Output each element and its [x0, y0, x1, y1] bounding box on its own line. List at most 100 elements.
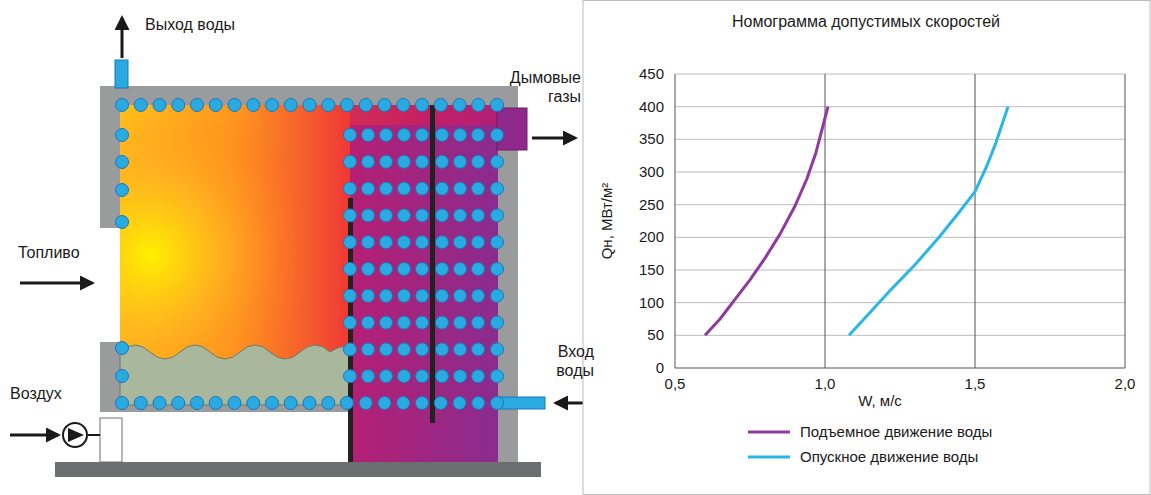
tube	[344, 289, 357, 302]
grid-line	[675, 172, 1125, 173]
chart-title: Номограмма допустимых скоростей	[732, 12, 1000, 31]
tube	[116, 184, 129, 197]
tube	[228, 99, 241, 112]
grid-line	[975, 74, 976, 368]
tube	[344, 343, 357, 356]
tube	[436, 129, 449, 142]
tube	[398, 343, 411, 356]
tube	[116, 156, 129, 169]
tube	[491, 263, 504, 276]
tube	[434, 99, 447, 112]
tube	[344, 263, 357, 276]
tube	[398, 289, 411, 302]
tube	[472, 370, 485, 383]
under-furnace	[100, 412, 350, 462]
tube	[362, 155, 375, 168]
fan-symbol	[68, 428, 84, 442]
fuel-arrow	[20, 282, 92, 285]
tube	[397, 99, 410, 112]
tube	[416, 343, 429, 356]
tube	[344, 182, 357, 195]
tube-bank	[116, 99, 504, 410]
tube	[362, 343, 375, 356]
tube	[436, 343, 449, 356]
tube	[453, 397, 466, 410]
tube	[491, 289, 504, 302]
axis-tick: 0,5	[665, 375, 686, 393]
axis-tick: 350	[639, 130, 664, 148]
axis-tick: 300	[639, 163, 664, 181]
flow-label: Вход воды	[538, 342, 594, 380]
tube	[362, 209, 375, 222]
tube	[472, 155, 485, 168]
tube	[398, 155, 411, 168]
tube	[416, 289, 429, 302]
legend-line	[748, 431, 790, 434]
tube	[209, 99, 222, 112]
grate	[120, 345, 350, 405]
grid-line	[675, 139, 1125, 140]
axis-tick: 1,5	[965, 375, 986, 393]
tube	[454, 263, 467, 276]
grid-line	[675, 237, 1125, 238]
tube	[416, 155, 429, 168]
tube	[344, 209, 357, 222]
axis-tick: 150	[639, 261, 664, 279]
grid-line	[675, 204, 1125, 205]
tube	[362, 370, 375, 383]
flow-label: Дымовые газы	[507, 68, 581, 106]
tube	[491, 343, 504, 356]
tube	[341, 397, 354, 410]
tube	[153, 397, 166, 410]
tube	[416, 370, 429, 383]
tube	[491, 370, 504, 383]
tube	[266, 397, 279, 410]
tube	[436, 182, 449, 195]
tube	[398, 182, 411, 195]
velocity-curve	[705, 107, 828, 336]
grid-line	[675, 74, 676, 368]
grid-line	[1125, 74, 1126, 368]
convection-shaft	[350, 125, 498, 462]
tube	[344, 155, 357, 168]
tube	[472, 236, 485, 249]
tube	[398, 370, 411, 383]
tube	[436, 236, 449, 249]
tube	[322, 99, 335, 112]
tube	[472, 129, 485, 142]
tube	[247, 99, 260, 112]
axis-tick: 0	[656, 359, 664, 377]
tube	[134, 397, 147, 410]
tube	[284, 397, 297, 410]
legend-text: Опускное движение воды	[800, 448, 978, 466]
chart-grid	[675, 74, 1125, 368]
air-arrow	[10, 434, 58, 437]
flow-label: Выход воды	[145, 15, 235, 34]
tube	[380, 129, 393, 142]
axis-title: Qн, МВт/м²	[598, 183, 616, 260]
tube	[344, 370, 357, 383]
fuel-opening	[100, 228, 122, 342]
grid-line	[675, 74, 1125, 75]
tube	[491, 316, 504, 329]
tube	[436, 209, 449, 222]
velocity-curve	[849, 107, 1008, 336]
axis-tick: 200	[639, 228, 664, 246]
axis-tick: 250	[639, 196, 664, 214]
tube	[116, 99, 129, 112]
tube	[116, 397, 129, 410]
tube	[380, 263, 393, 276]
flame-core	[120, 105, 352, 405]
tube	[472, 397, 485, 410]
tube	[416, 99, 429, 112]
tube	[491, 236, 504, 249]
tube	[380, 316, 393, 329]
grid-line	[675, 106, 1125, 107]
tube	[380, 182, 393, 195]
axis-tick: 100	[639, 294, 664, 312]
tube	[491, 182, 504, 195]
tube	[416, 397, 429, 410]
tube	[341, 99, 354, 112]
tube	[436, 263, 449, 276]
axis-tick: 400	[639, 98, 664, 116]
